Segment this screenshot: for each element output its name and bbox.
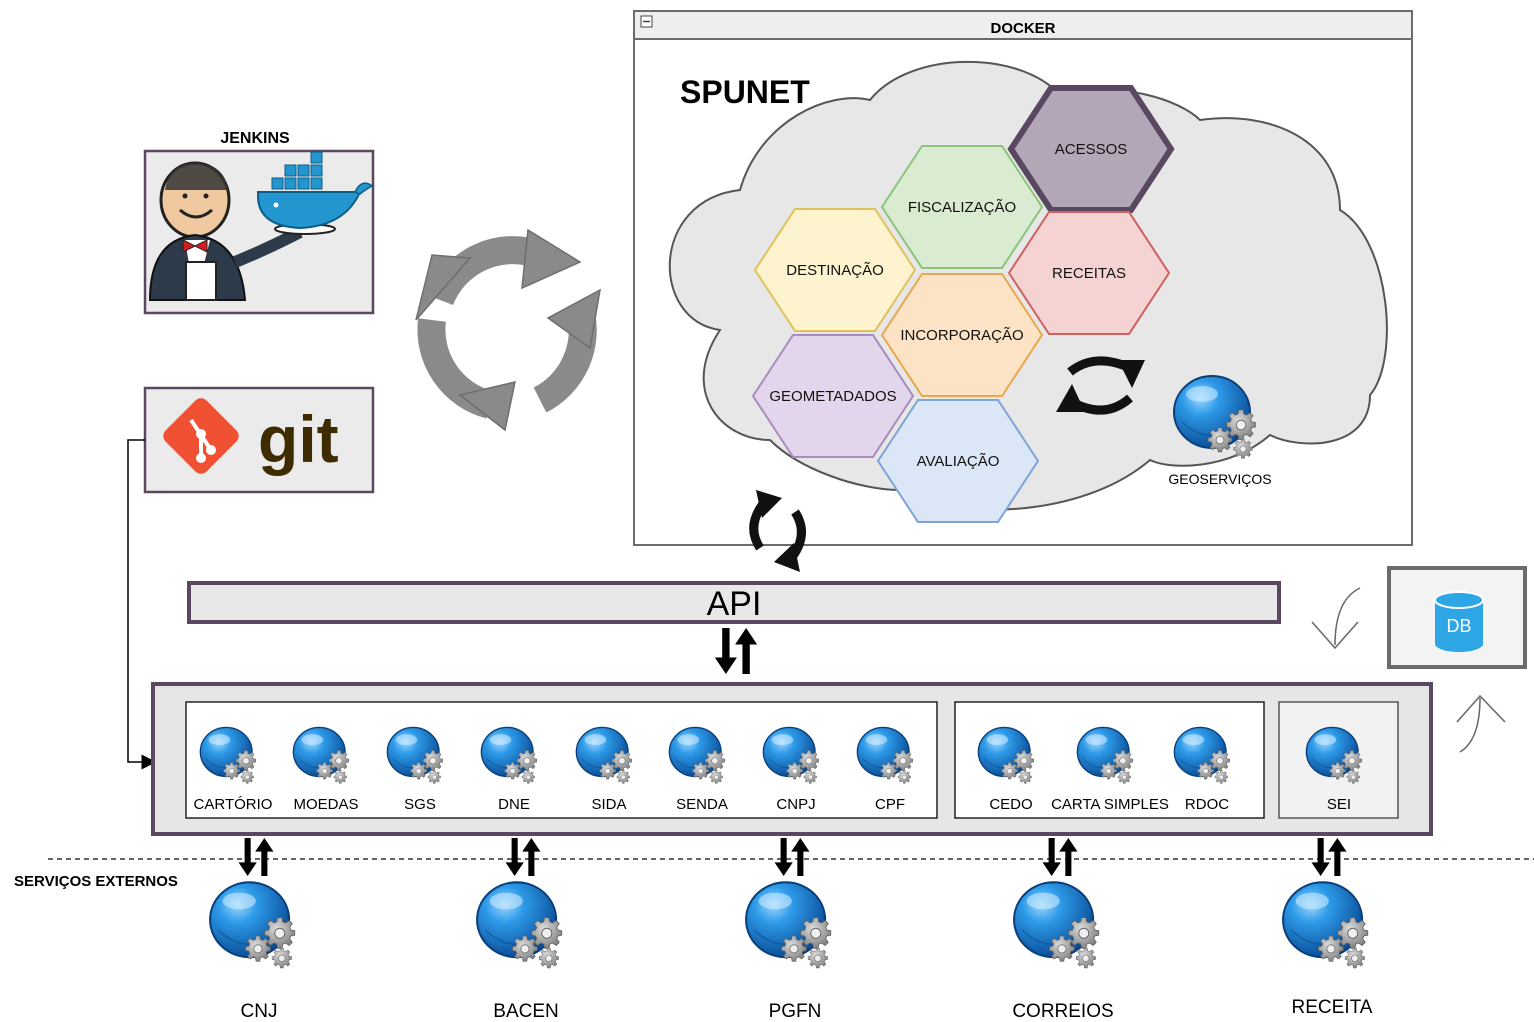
spunet-modules: ACESSOS FISCALIZAÇÃO RECEITAS DESTINAÇÃO INC… xyxy=(751,85,1175,523)
internal-service: SIDA xyxy=(576,727,631,813)
module-label: GEOMETADADOS xyxy=(769,388,896,405)
external-globe-icon xyxy=(477,882,562,968)
external-service-label: RECEITA xyxy=(1292,997,1373,1018)
db-panel: DB xyxy=(1387,566,1527,669)
api-bar: API xyxy=(187,581,1281,624)
module-hexagon xyxy=(880,145,1044,269)
module-hexagon xyxy=(1007,211,1171,335)
docker-api-sync-icon xyxy=(749,490,806,572)
ci-cycle-icon xyxy=(415,228,602,432)
external-title: SERVIÇOS EXTERNOS xyxy=(14,873,178,890)
internal-services: CARTÓRIO MOEDAS SGS DNE SIDA SENDA CNPJ CPF CEDO… xyxy=(194,727,1362,813)
external-arrows-icon xyxy=(1042,838,1078,876)
external-globe-icon xyxy=(1283,882,1368,968)
internal-service-label: SIDA xyxy=(591,796,626,813)
git-label: git xyxy=(258,402,339,476)
module-avaliacao: AVALIAÇÃO xyxy=(876,399,1040,523)
api-to-db-arrow xyxy=(1334,587,1361,646)
internal-service: CNPJ xyxy=(763,727,818,813)
external-arrows-icon xyxy=(1311,838,1347,876)
internal-service-label: RDOC xyxy=(1185,796,1229,813)
internal-service: RDOC xyxy=(1174,727,1229,813)
internal-service-label: CPF xyxy=(875,796,905,813)
external-service-label: CORREIOS xyxy=(1012,1001,1113,1022)
internal-service: CPF xyxy=(857,727,912,813)
module-hexagon xyxy=(753,208,917,332)
geoservicos-label: GEOSERVIÇOS xyxy=(1168,471,1271,487)
internal-service: CARTA SIMPLES xyxy=(1051,727,1169,813)
external-service: CNJ xyxy=(210,838,295,1022)
git-logo-icon xyxy=(163,398,239,474)
internal-service-label: CNPJ xyxy=(776,796,815,813)
module-hexagon xyxy=(1007,85,1175,213)
module-label: FISCALIZAÇÃO xyxy=(908,199,1016,216)
module-hexagon xyxy=(751,334,915,458)
git-panel: git xyxy=(143,386,375,494)
module-destinacao: DESTINAÇÃO xyxy=(753,208,917,332)
module-label: ACESSOS xyxy=(1055,141,1128,158)
internal-service: SGS xyxy=(387,727,442,813)
internal-service-label: SGS xyxy=(404,796,436,813)
external-service: CORREIOS xyxy=(1012,838,1114,1022)
internal-service-label: SEI xyxy=(1327,796,1351,813)
sync-icon xyxy=(1056,356,1145,415)
db-to-services-arrow xyxy=(1459,697,1481,753)
internal-service: MOEDAS xyxy=(293,727,359,813)
external-service-label: PGFN xyxy=(769,1001,822,1022)
module-receitas: RECEITAS xyxy=(1007,211,1171,335)
module-acessos: ACESSOS xyxy=(1007,85,1175,213)
module-hexagon xyxy=(880,273,1044,397)
external-service-label: BACEN xyxy=(493,1001,558,1022)
docker-whale-icon xyxy=(257,151,374,230)
module-label: INCORPORAÇÃO xyxy=(900,327,1023,344)
module-label: DESTINAÇÃO xyxy=(786,262,884,279)
external-arrows-icon xyxy=(505,838,541,876)
docker-title: DOCKER xyxy=(990,20,1055,37)
internal-service-label: MOEDAS xyxy=(293,796,358,813)
module-incorporacao: INCORPORAÇÃO xyxy=(880,273,1044,397)
internal-services-frame xyxy=(151,682,1433,836)
git-to-services-connector xyxy=(127,439,157,770)
module-geometadados: GEOMETADADOS xyxy=(751,334,915,458)
external-service: BACEN xyxy=(477,838,562,1022)
external-globe-icon xyxy=(210,882,295,968)
module-hexagon xyxy=(876,399,1040,523)
module-label: RECEITAS xyxy=(1052,265,1126,282)
external-arrows-icon xyxy=(238,838,274,876)
jenkins-butler-icon xyxy=(148,161,336,301)
external-globe-icon xyxy=(746,882,831,968)
internal-service: DNE xyxy=(481,727,536,813)
internal-service-label: CEDO xyxy=(989,796,1032,813)
internal-service-label: CARTÓRIO xyxy=(194,796,273,813)
db-label: DB xyxy=(1446,616,1471,636)
external-arrows-icon xyxy=(774,838,810,876)
internal-service-label: CARTA SIMPLES xyxy=(1051,796,1169,813)
internal-service-label: DNE xyxy=(498,796,530,813)
database-icon: DB xyxy=(1434,591,1484,652)
spunet-title: SPUNET xyxy=(680,74,810,110)
jenkins-title: JENKINS xyxy=(220,130,290,147)
internal-service: SENDA xyxy=(669,727,728,813)
external-service: RECEITA xyxy=(1283,838,1373,1018)
jenkins-panel: JENKINS xyxy=(143,130,375,315)
external-service-label: CNJ xyxy=(241,1001,278,1022)
internal-service: SEI xyxy=(1306,727,1361,813)
external-globe-icon xyxy=(1014,882,1099,968)
internal-service: CARTÓRIO xyxy=(194,727,273,813)
api-label: API xyxy=(707,585,762,623)
api-services-arrows-icon xyxy=(714,628,758,674)
module-fiscalizacao: FISCALIZAÇÃO xyxy=(880,145,1044,269)
module-label: AVALIAÇÃO xyxy=(917,453,1000,470)
internal-service: CEDO xyxy=(978,727,1033,813)
internal-service-label: SENDA xyxy=(676,796,728,813)
external-service: PGFN xyxy=(746,838,831,1022)
external-services: CNJ BACEN PGFN CORREIOS RECEITA xyxy=(210,838,1373,1022)
